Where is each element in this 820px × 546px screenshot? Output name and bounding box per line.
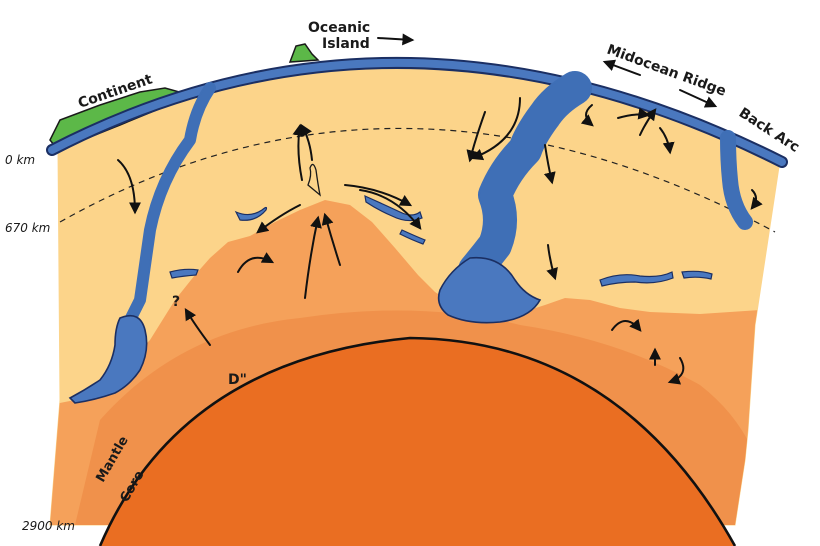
arrow-right-up (466, 111, 486, 163)
arrow-plume-left (256, 204, 301, 234)
depth-670km: 670 km (5, 221, 50, 235)
fragment-2 (169, 268, 199, 279)
arrow-plume-up-2 (300, 123, 313, 161)
arrow-rise-2 (321, 212, 341, 266)
label-oceanic-2: Island (322, 36, 370, 52)
arrow-ridge-right (659, 127, 675, 155)
arrow-ridge-up (639, 108, 657, 136)
arrow-rise-1 (304, 215, 322, 299)
slab-fragments (169, 194, 713, 287)
label-d-double-prime: D" (228, 372, 247, 388)
fragment-4 (399, 229, 426, 245)
fragment-5 (599, 271, 674, 287)
arrow-plume-spread-right-2 (359, 189, 422, 230)
surface-lithosphere (46, 43, 788, 168)
core (100, 338, 735, 546)
plume-conduit (307, 163, 321, 197)
arrow-back-arc (750, 189, 763, 210)
core-mantle-boundary (98, 336, 737, 546)
back-arc-slab (722, 132, 751, 228)
ocean-plate (48, 58, 786, 166)
fragment-1 (234, 206, 268, 221)
arrow-island-motion (377, 33, 415, 46)
arrow-plume-up-1 (292, 123, 305, 181)
subducting-slabs (68, 71, 753, 404)
fragment-6 (681, 270, 713, 280)
flow-arrows (117, 33, 763, 385)
label-oceanic-1: Oceanic (308, 20, 370, 36)
oceanic-island-landmass (288, 43, 320, 63)
arrow-midocean-2 (546, 244, 558, 281)
arrow-lower-circle-2 (667, 357, 685, 385)
central-slab (460, 73, 590, 285)
left-slab-pool (68, 314, 148, 404)
arrow-midocean-1 (543, 144, 556, 185)
mantle-body (49, 62, 781, 546)
arrow-lower-circle-1 (611, 318, 642, 332)
arrow-rise-3 (237, 252, 275, 273)
arrow-question-up (184, 307, 211, 346)
arrow-ridge-circle-1 (580, 104, 594, 127)
arrow-continent-down (117, 159, 141, 215)
arrow-ridge-motion-left (602, 59, 641, 76)
left-slab (121, 84, 214, 334)
label-midocean-ridge: Midocean Ridge (605, 42, 728, 100)
depth-markers: 0 km 670 km 2900 km (5, 153, 75, 533)
depth-2900km: 2900 km (22, 519, 75, 533)
arrow-ridge-down (470, 97, 521, 161)
arrow-plume-spread-right (344, 184, 413, 207)
depth-0km: 0 km (5, 153, 35, 167)
arrow-ridge-motion-right (679, 89, 718, 108)
label-question: ? (172, 294, 180, 310)
transition-zone-line (59, 127, 776, 233)
central-slab-pool (437, 256, 542, 324)
